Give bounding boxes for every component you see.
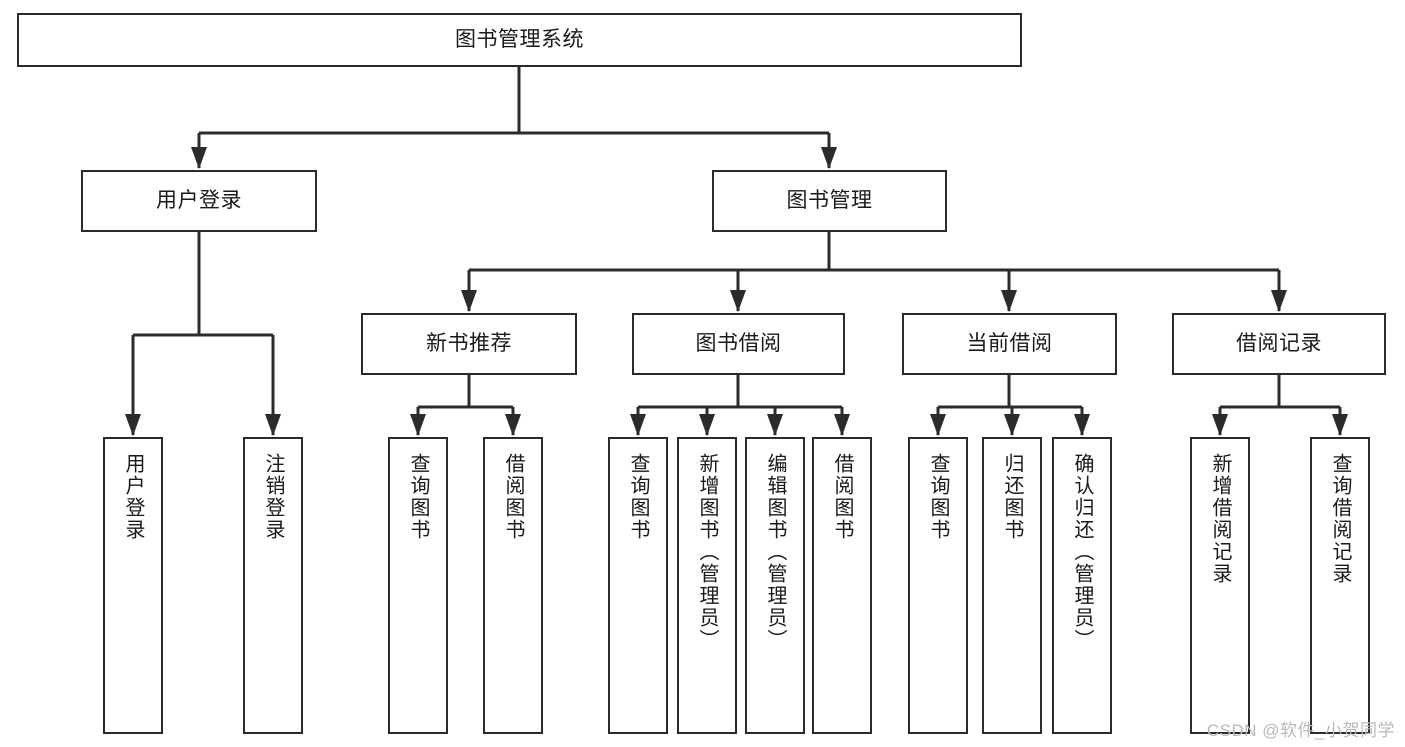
node-label: 注销登录 xyxy=(262,453,284,541)
node-leaf-user-logout[interactable]: 注销登录 xyxy=(243,437,303,734)
node-book-borrow[interactable]: 图书借阅 xyxy=(632,313,845,375)
node-label: 图书借阅 xyxy=(695,331,782,355)
watermark: CSDN @软件_小贺同学 xyxy=(1206,721,1395,740)
node-label: 借阅图书 xyxy=(831,453,853,541)
node-root[interactable]: 图书管理系统 xyxy=(17,13,1022,67)
node-label: 新增借阅记录 xyxy=(1209,453,1231,585)
node-label: 查询图书 xyxy=(927,453,949,541)
node-label: 确认归还（管理员） xyxy=(1071,453,1093,651)
node-leaf-add-book[interactable]: 新增图书（管理员） xyxy=(677,437,737,734)
node-leaf-borrow-book-2[interactable]: 借阅图书 xyxy=(812,437,872,734)
node-borrow-record[interactable]: 借阅记录 xyxy=(1172,313,1386,375)
node-label: 借阅图书 xyxy=(502,453,524,541)
node-label: 借阅记录 xyxy=(1236,331,1322,355)
node-label: 用户登录 xyxy=(122,453,144,541)
node-leaf-add-record[interactable]: 新增借阅记录 xyxy=(1190,437,1250,734)
node-leaf-edit-book[interactable]: 编辑图书（管理员） xyxy=(745,437,805,734)
node-label: 归还图书 xyxy=(1001,453,1023,541)
node-user-login[interactable]: 用户登录 xyxy=(81,170,317,232)
node-label: 编辑图书（管理员） xyxy=(764,453,786,651)
node-leaf-borrow-book-1[interactable]: 借阅图书 xyxy=(483,437,543,734)
node-label: 图书管理 xyxy=(786,188,873,212)
node-leaf-query-record[interactable]: 查询借阅记录 xyxy=(1310,437,1370,734)
node-label: 用户登录 xyxy=(156,188,242,212)
node-label: 新增图书（管理员） xyxy=(696,453,718,651)
node-label: 图书管理系统 xyxy=(455,27,584,51)
node-leaf-confirm-return[interactable]: 确认归还（管理员） xyxy=(1052,437,1112,734)
node-leaf-return-book[interactable]: 归还图书 xyxy=(982,437,1042,734)
node-new-book-rec[interactable]: 新书推荐 xyxy=(361,313,577,375)
node-label: 查询图书 xyxy=(407,453,429,541)
node-current-borrow[interactable]: 当前借阅 xyxy=(902,313,1117,375)
node-leaf-user-login[interactable]: 用户登录 xyxy=(103,437,163,734)
node-leaf-query-book-2[interactable]: 查询图书 xyxy=(608,437,668,734)
node-book-manage[interactable]: 图书管理 xyxy=(712,170,947,232)
node-leaf-query-book-1[interactable]: 查询图书 xyxy=(388,437,448,734)
node-label: 查询借阅记录 xyxy=(1329,453,1351,585)
node-label: 当前借阅 xyxy=(966,331,1053,355)
node-label: 查询图书 xyxy=(627,453,649,541)
node-label: 新书推荐 xyxy=(426,331,512,355)
node-leaf-query-book-3[interactable]: 查询图书 xyxy=(908,437,968,734)
